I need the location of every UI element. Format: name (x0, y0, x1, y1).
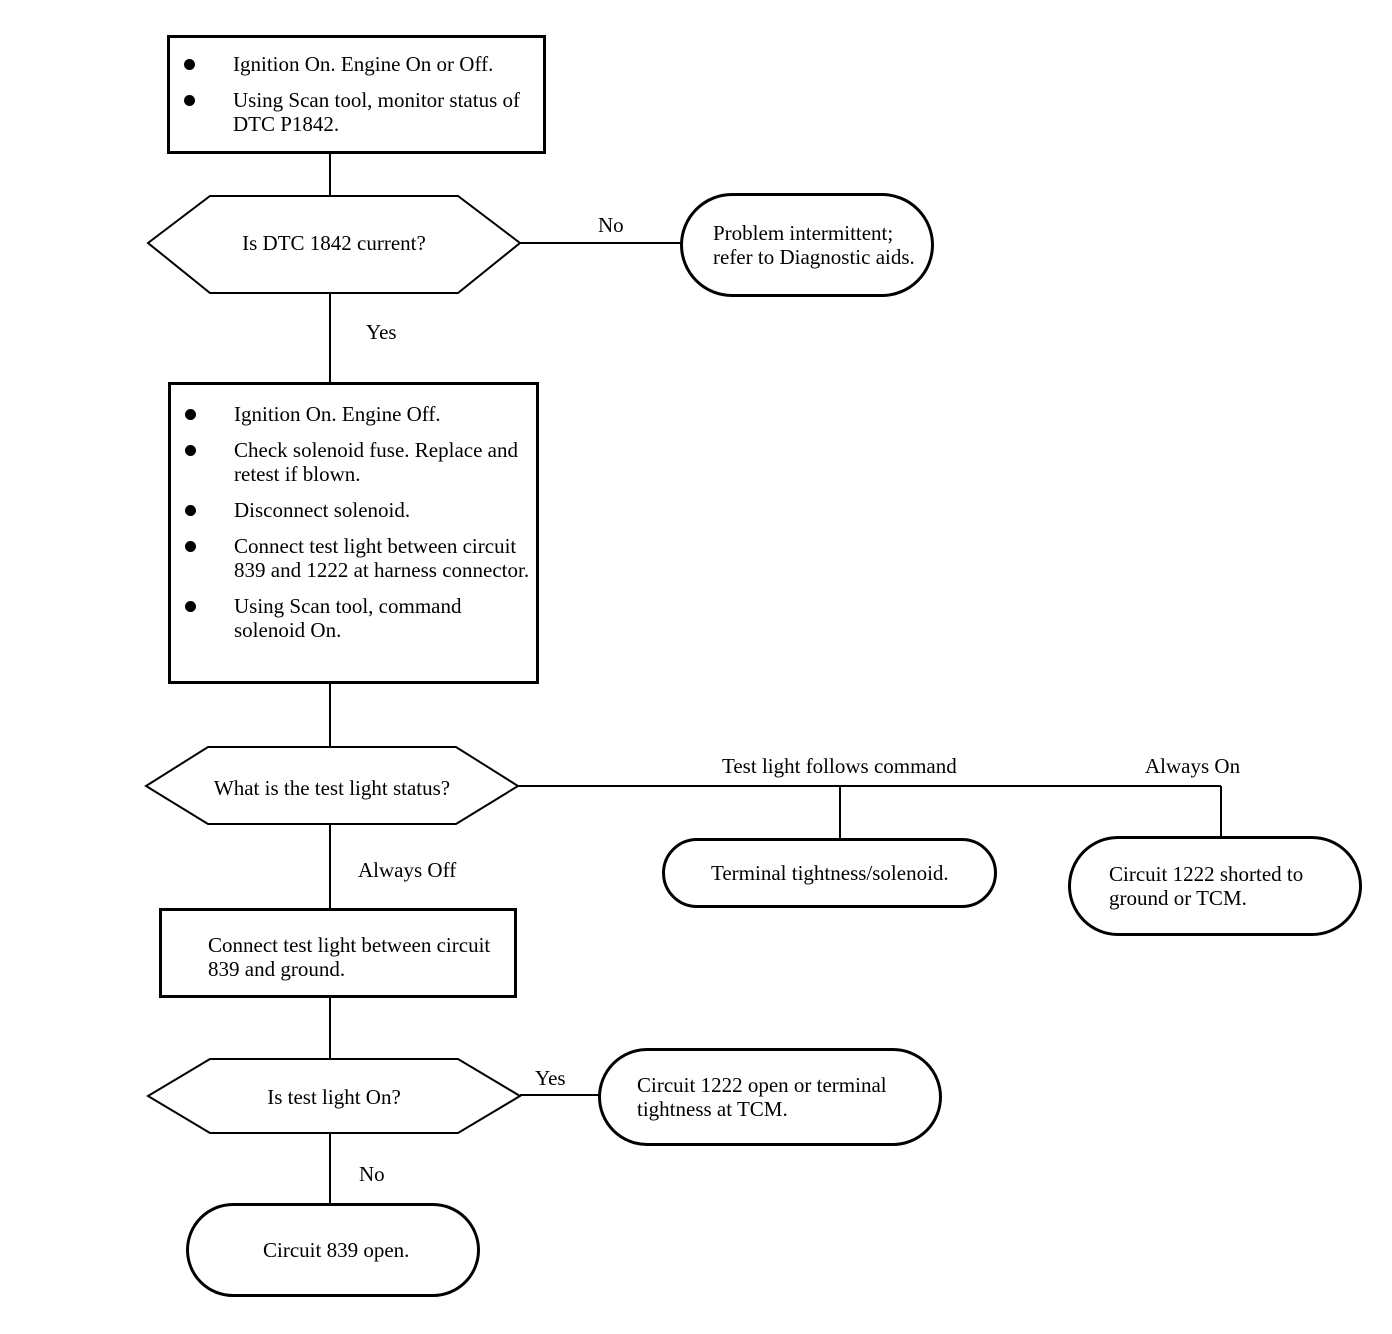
result-1222-open: Circuit 1222 open or terminal tightness … (598, 1048, 942, 1146)
decision3-yes-label: Yes (535, 1066, 566, 1090)
result-shorted: Circuit 1222 shorted to ground or TCM. (1068, 836, 1362, 936)
result-839-open: Circuit 839 open. (186, 1203, 480, 1297)
decision3-text: Is test light On? (267, 1085, 401, 1109)
decision2-always-on-label: Always On (1145, 754, 1241, 778)
result-shorted-text: Circuit 1222 shorted to ground or TCM. (1109, 862, 1304, 910)
decision2-text: What is the test light status? (213, 776, 451, 800)
decision2-follows-label: Test light follows command (722, 754, 957, 778)
decision2-always-off-label: Always Off (358, 858, 457, 882)
result-839-open-text: Circuit 839 open. (263, 1238, 410, 1262)
step-box-3-text: Connect test light between circuit 839 a… (208, 933, 491, 981)
result-terminal: Terminal tightness/solenoid. (662, 838, 997, 908)
step-box-1-item: Ignition On. Engine On or Off. (170, 52, 537, 76)
result-1222-open-text: Circuit 1222 open or terminal tightness … (637, 1073, 887, 1121)
step-box-2: Ignition On. Engine Off. Check solenoid … (168, 382, 539, 684)
step-box-3: Connect test light between circuit 839 a… (159, 908, 517, 998)
step-box-2-item: Connect test light between circuit 839 a… (171, 534, 530, 582)
decision3-no-label: No (359, 1162, 385, 1186)
step-box-2-item: Check solenoid fuse. Replace and retest … (171, 438, 530, 486)
step-box-1-item: Using Scan tool, monitor status of DTC P… (170, 88, 537, 136)
decision1-diamond (146, 195, 522, 294)
step-box-1: Ignition On. Engine On or Off. Using Sca… (167, 35, 546, 154)
decision1-yes-label: Yes (366, 320, 397, 344)
decision1-no-label: No (598, 213, 624, 237)
step-box-2-item: Ignition On. Engine Off. (171, 402, 530, 426)
decision2-diamond (144, 746, 520, 825)
result-intermittent: Problem intermittent; refer to Diagnosti… (680, 193, 934, 297)
decision1-text: Is DTC 1842 current? (242, 231, 426, 255)
result-terminal-text: Terminal tightness/solenoid. (711, 861, 949, 885)
decision3-diamond (146, 1058, 522, 1134)
result-intermittent-text: Problem intermittent; refer to Diagnosti… (713, 221, 915, 269)
step-box-2-item: Using Scan tool, command solenoid On. (171, 594, 530, 642)
step-box-2-item: Disconnect solenoid. (171, 498, 530, 522)
